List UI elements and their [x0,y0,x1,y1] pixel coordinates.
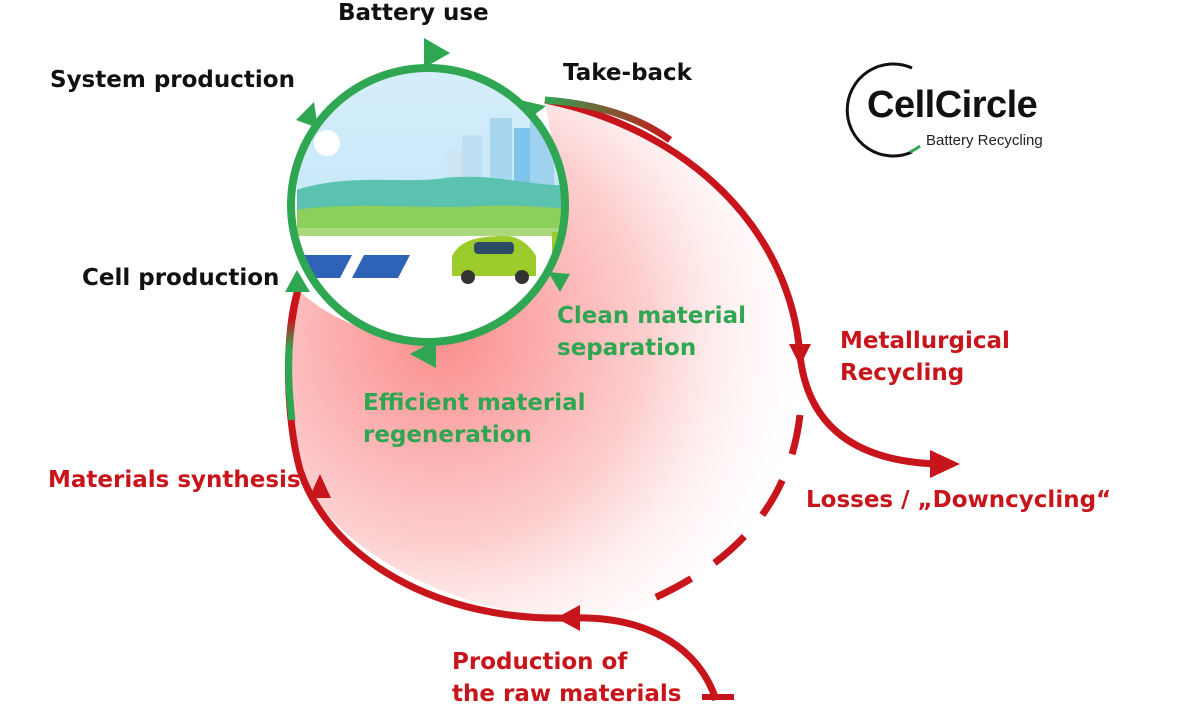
synthesis-fade-segment [285,289,302,421]
losses-arrow-head [930,450,960,478]
battery-use-label: Battery use [338,0,489,26]
raw-materials-production-label: Production of the raw materials [452,646,682,710]
raw-materials-line-2: the raw materials [452,681,682,707]
materials-synthesis-label: Materials synthesis [48,467,301,493]
metallurgical-recycling-label: Metallurgical Recycling [840,325,1010,389]
cellcircle-logo: CellCircle Battery Recycling [832,60,1072,160]
recycling-area-fill [287,100,800,621]
raw-materials-dashed-path [648,414,804,604]
logo-arc-icon [845,62,921,158]
clean-separation-line-1: Clean material [557,303,746,329]
cell-production-label: Cell production [82,265,280,291]
system-production-arrow-head [296,102,318,128]
efficient-regeneration-line-1: Efficient material [363,390,586,416]
metallurgical-line-2: Recycling [840,360,965,386]
system-production-label: System production [50,67,295,93]
regeneration-arrow-head [410,340,436,368]
cell-production-arrow-head [285,270,310,292]
metallurgical-line-1: Metallurgical [840,328,1010,354]
raw-materials-arrow-head [556,605,580,631]
clean-separation-arrow-head [548,272,570,292]
logo-subtitle: Battery Recycling [926,132,1043,149]
take-back-fade-segment [544,96,673,143]
metallurgical-recycling-path [544,96,941,468]
efficient-regeneration-label: Efficient material regeneration [363,387,586,451]
losses-downcycling-label: Losses / „Downcycling“ [806,487,1112,513]
take-back-arrow-head [520,100,546,118]
clean-material-separation-label: Clean material separation [557,300,746,364]
city-ev-illustration [291,68,565,342]
synthesis-arrow-head [309,474,331,498]
efficient-regeneration-line-2: regeneration [363,422,532,448]
take-back-label: Take-back [563,60,692,86]
battery-use-arrow-head [424,38,450,68]
green-cycle-circle [287,64,569,346]
metallurgical-arrow-head [789,344,811,366]
clean-separation-line-2: separation [557,335,697,361]
logo-name: CellCircle [867,84,1038,126]
raw-materials-line-1: Production of [452,649,628,675]
